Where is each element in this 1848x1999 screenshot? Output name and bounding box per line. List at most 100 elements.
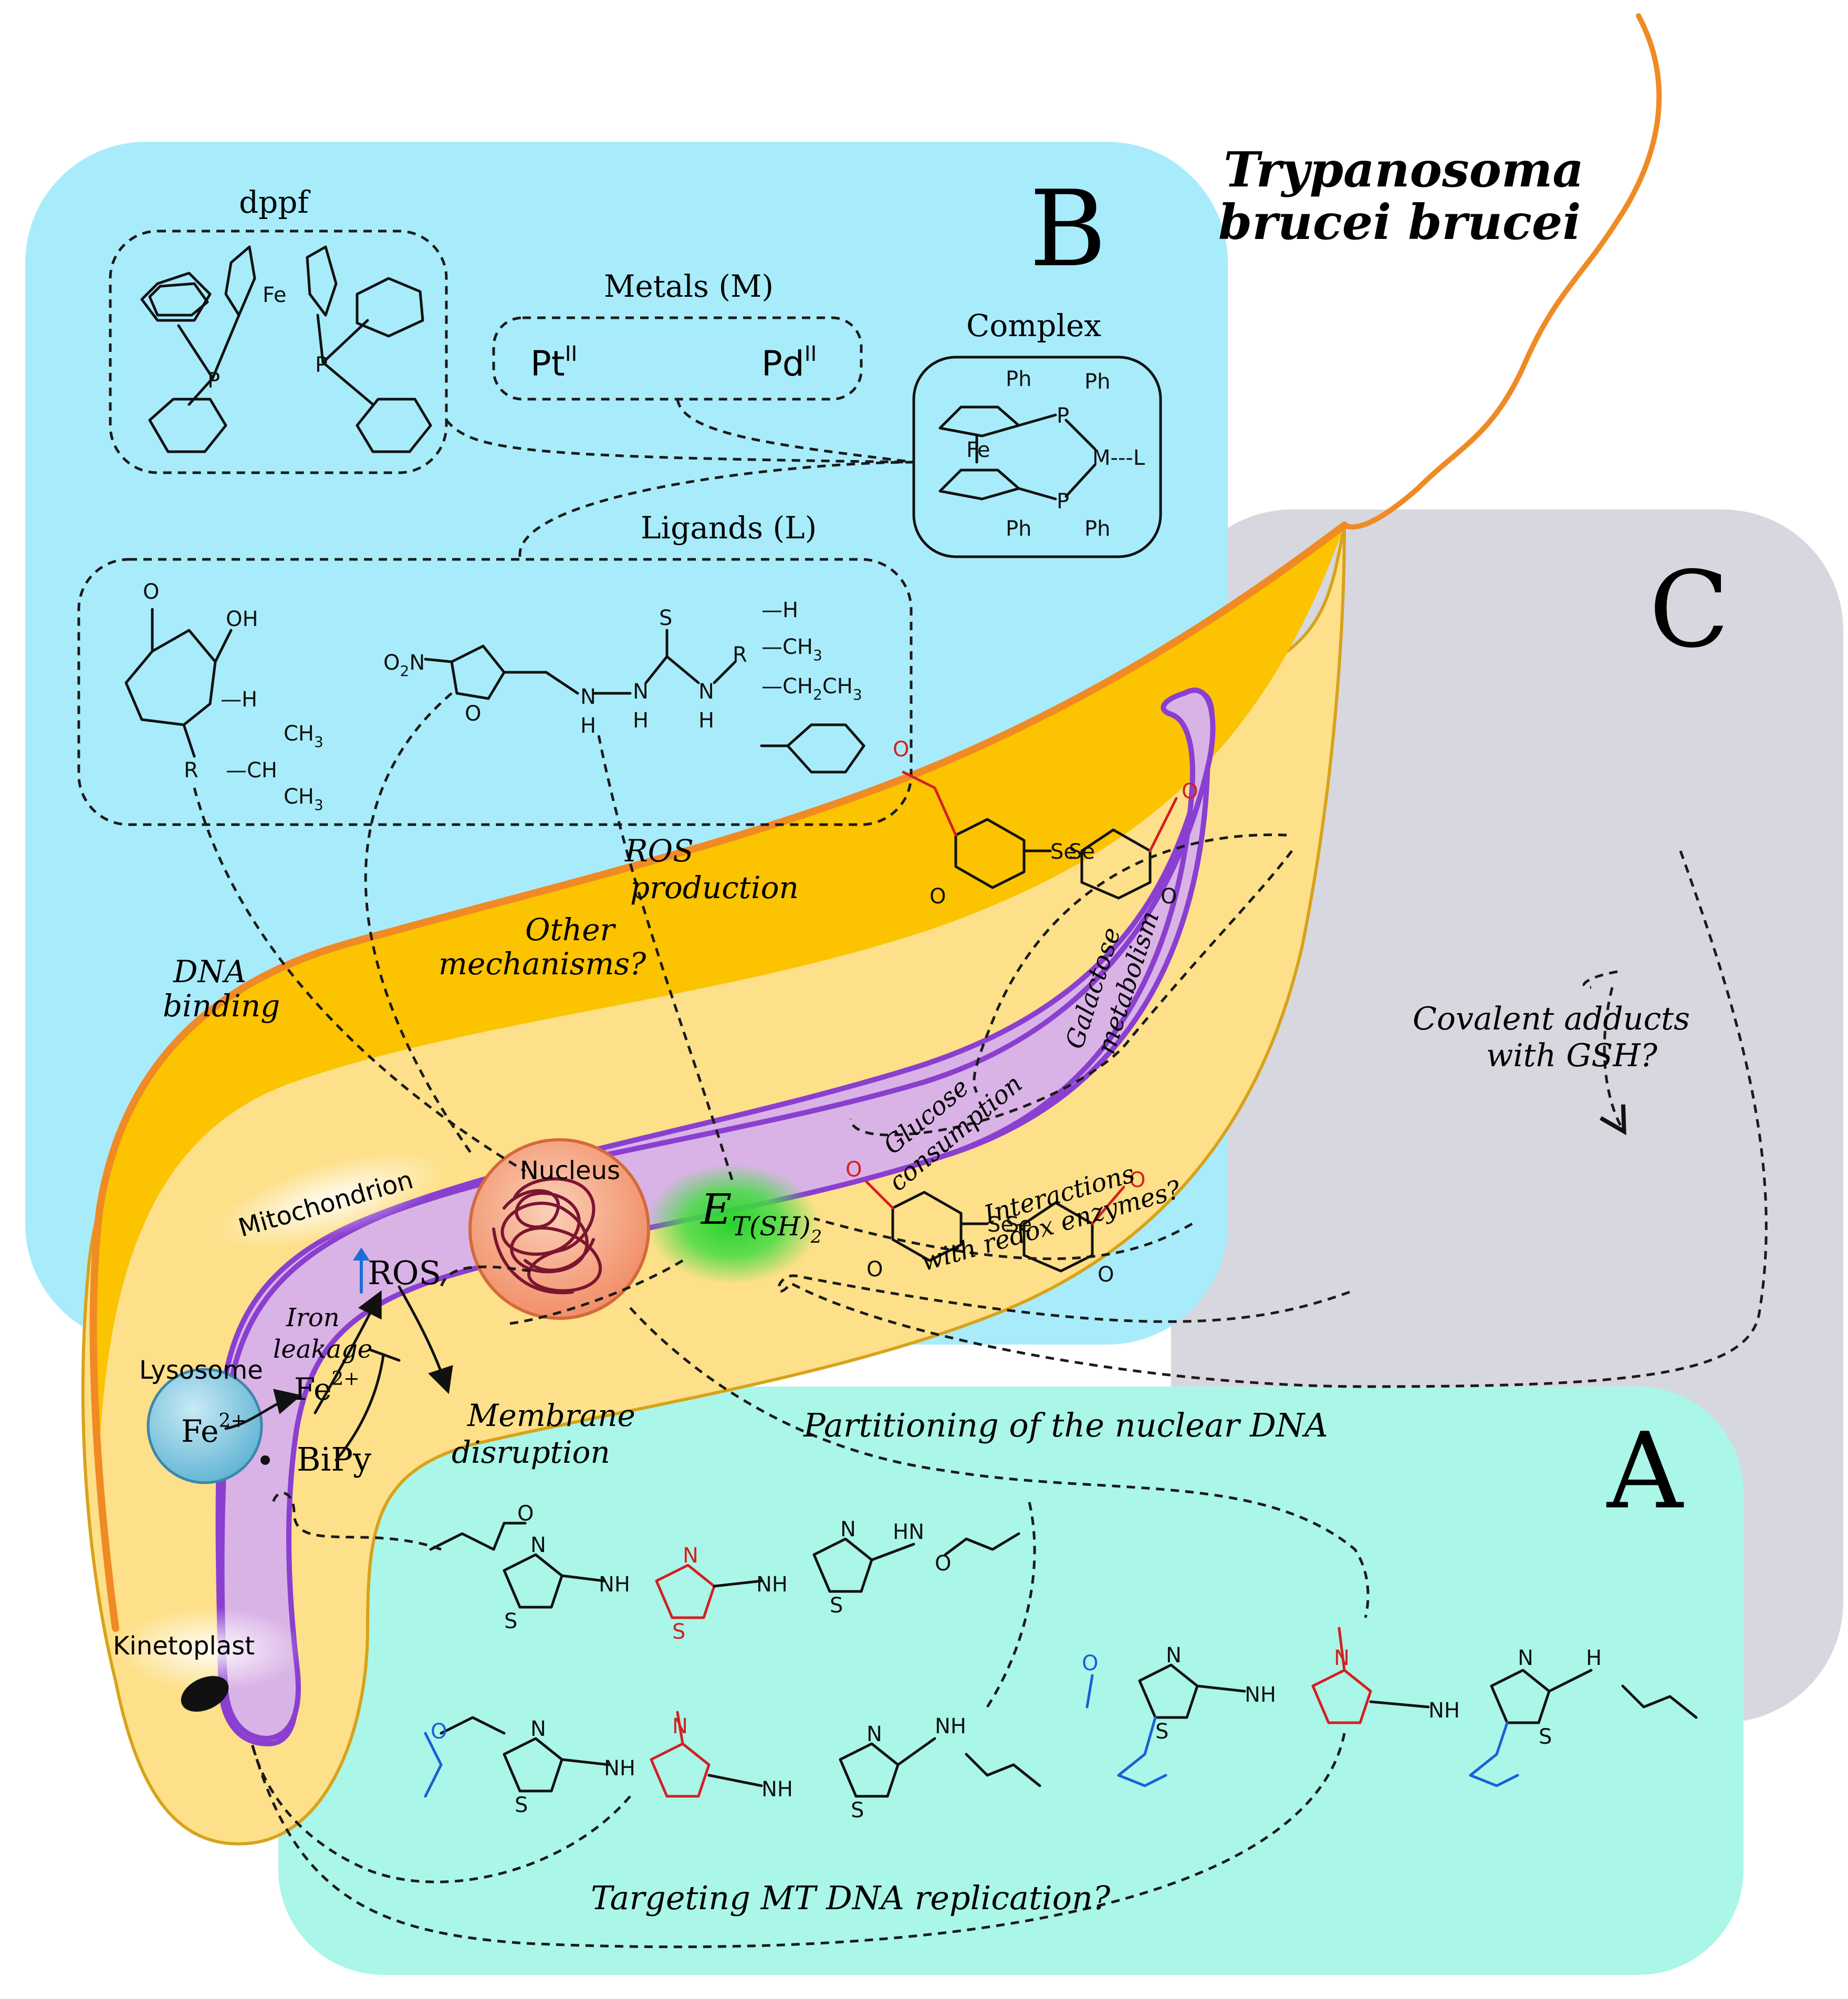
svg-text:O: O	[930, 884, 946, 909]
svg-text:S: S	[1539, 1725, 1552, 1749]
svg-text:O2N: O2N	[383, 651, 425, 680]
svg-text:Se: Se	[1050, 840, 1077, 864]
complex-label: Complex	[966, 308, 1101, 343]
svg-text:Ph: Ph	[1006, 517, 1031, 541]
svg-text:S: S	[672, 1620, 685, 1644]
svg-text:—CH3: —CH3	[761, 635, 822, 664]
svg-text:NH: NH	[1245, 1683, 1276, 1707]
svg-text:NH: NH	[1428, 1699, 1460, 1723]
partitioning-label: Partitioning of the nuclear DNA	[803, 1406, 1328, 1444]
ros-production-line1: ROS	[624, 833, 694, 869]
mitochondrion-label-glow	[214, 1151, 447, 1249]
svg-text:Ph: Ph	[1084, 370, 1110, 394]
svg-text:O: O	[517, 1502, 534, 1526]
kinetoplast-disc	[181, 1676, 229, 1712]
svg-text:O: O	[866, 1257, 883, 1282]
svg-text:N: N	[1518, 1646, 1533, 1670]
svg-text:N: N	[840, 1517, 856, 1542]
svg-text:S: S	[504, 1609, 517, 1633]
svg-text:CH3: CH3	[284, 722, 323, 751]
polyamide-2: O N S NH N NH N S NH	[424, 1711, 1041, 1823]
svg-text:—CH2CH3: —CH2CH3	[761, 674, 862, 703]
svg-text:NH: NH	[761, 1777, 793, 1802]
svg-text:M---L: M---L	[1092, 446, 1145, 470]
organism-title-line1: Trypanosoma	[1224, 141, 1584, 198]
panel-a-background	[278, 1387, 1743, 1975]
organism-title-line2: brucei brucei	[1218, 194, 1581, 251]
svg-text:O: O	[1161, 884, 1177, 909]
svg-text:O: O	[465, 702, 481, 726]
diselenide-sugar-top: Se Se O O O O	[893, 737, 1198, 909]
other-mechanisms-line1: Other	[525, 912, 617, 948]
nucleus-label: Nucleus	[520, 1156, 620, 1185]
membrane-line2: disruption	[452, 1434, 610, 1470]
svg-text:P: P	[207, 369, 220, 393]
svg-text:N: N	[683, 1544, 698, 1568]
panel-letter-a: A	[1606, 1410, 1684, 1533]
svg-text:H: H	[698, 709, 714, 733]
covalent-line2: with GSH?	[1486, 1037, 1658, 1074]
svg-text:HN: HN	[893, 1520, 924, 1544]
dppf-box	[109, 230, 448, 474]
svg-text:N: N	[1334, 1646, 1350, 1670]
kinetoplast-glow	[116, 1607, 305, 1691]
lysosome	[147, 1368, 263, 1484]
svg-text:N: N	[530, 1533, 546, 1557]
svg-text:N: N	[866, 1722, 882, 1746]
svg-text:NH: NH	[756, 1573, 788, 1597]
svg-text:N: N	[633, 680, 649, 704]
complex-structure: P P Fe M---L Ph Ph Ph Ph	[938, 367, 1145, 541]
lysosome-label: Lysosome	[139, 1356, 263, 1385]
covalent-line1: Covalent adducts	[1413, 1001, 1690, 1037]
svg-text:P: P	[315, 353, 328, 377]
mitochondrion-main	[219, 688, 1216, 1742]
svg-text:—H: —H	[221, 688, 257, 712]
svg-text:Ph: Ph	[1084, 517, 1110, 541]
kinetoplast-label: Kinetoplast	[113, 1631, 255, 1661]
polyamide-3: O N S NH N NH N S H	[1082, 1627, 1698, 1787]
dppf-structure: P P Fe	[140, 245, 432, 453]
dna-binding-line1: DNA	[173, 954, 246, 990]
svg-text:O: O	[1082, 1651, 1098, 1675]
dppf-label: dppf	[239, 184, 310, 220]
svg-text:O: O	[1129, 1168, 1145, 1192]
cell-orange-band	[92, 525, 1345, 1444]
iron-reaction-arrows	[224, 1285, 453, 1465]
membrane-line1: Membrane	[467, 1398, 635, 1433]
flagellum	[1342, 13, 1662, 530]
chromatin	[492, 1177, 602, 1295]
nitrofuran-structure: O2N O S N H N H N H R	[383, 606, 747, 738]
svg-text:O: O	[893, 737, 909, 762]
lysosome-fe: Fe2+	[181, 1410, 246, 1449]
svg-text:CH3: CH3	[284, 785, 323, 814]
dashed-connectors	[193, 399, 1768, 1949]
svg-text:O: O	[1182, 779, 1198, 804]
complex-box	[912, 356, 1162, 558]
ligands-box	[77, 558, 913, 826]
svg-text:R: R	[184, 758, 199, 783]
svg-text:NH: NH	[604, 1756, 635, 1781]
flagellum-attached-edge	[89, 522, 1348, 1632]
svg-text:—CH: —CH	[226, 758, 277, 783]
ligands-label: Ligands (L)	[641, 510, 817, 546]
svg-text:O: O	[935, 1552, 951, 1576]
svg-text:Fe: Fe	[966, 438, 990, 462]
svg-text:O: O	[1098, 1263, 1114, 1287]
svg-text:N: N	[672, 1714, 688, 1738]
svg-text:H: H	[1586, 1646, 1602, 1670]
polyamide-1: O N S NH N S NH N S HN O	[429, 1502, 1020, 1644]
svg-text:S: S	[515, 1793, 528, 1817]
svg-text:N: N	[698, 680, 714, 704]
svg-text:P: P	[1057, 490, 1069, 514]
panel-letter-c: C	[1649, 549, 1729, 671]
svg-text:Fe: Fe	[263, 283, 286, 307]
svg-text:Ph: Ph	[1006, 367, 1031, 391]
svg-text:N: N	[580, 685, 596, 709]
svg-text:R: R	[733, 643, 747, 667]
svg-text:H: H	[633, 709, 649, 733]
svg-text:P: P	[1057, 404, 1069, 428]
svg-text:O: O	[845, 1158, 862, 1182]
iron-leakage-line1: Iron	[286, 1303, 340, 1332]
